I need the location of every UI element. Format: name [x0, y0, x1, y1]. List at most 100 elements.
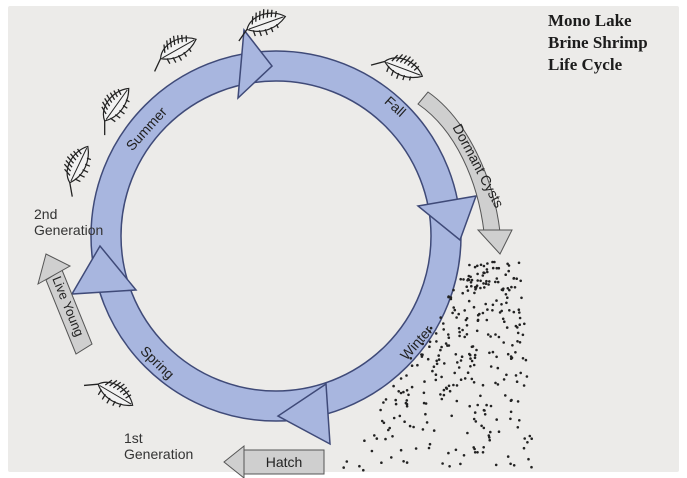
- cyst-dot: [440, 376, 443, 379]
- cyst-dot: [412, 426, 415, 429]
- cyst-dot: [494, 281, 497, 284]
- cyst-dot: [523, 384, 526, 387]
- cyst-dot: [425, 402, 428, 405]
- cyst-dot: [466, 324, 469, 327]
- cyst-dot: [509, 463, 512, 466]
- cyst-dot: [422, 428, 425, 431]
- cyst-dot: [382, 401, 385, 404]
- cyst-dot: [445, 387, 448, 390]
- cyst-dot: [515, 277, 518, 280]
- cyst-dot: [423, 380, 426, 383]
- cyst-dot: [373, 434, 376, 437]
- cyst-dot: [452, 384, 455, 387]
- cyst-dot: [497, 367, 500, 370]
- cyst-dot: [498, 336, 501, 339]
- cyst-dot: [415, 447, 418, 450]
- shrimp-icon: [50, 140, 101, 196]
- cyst-dot: [426, 421, 429, 424]
- cyst-dot: [400, 449, 403, 452]
- cyst-dot: [390, 456, 393, 459]
- cyst-dot: [482, 384, 485, 387]
- cyst-dot: [499, 311, 502, 314]
- cyst-dot: [510, 286, 513, 289]
- cyst-dot: [498, 430, 501, 433]
- cyst-dot: [495, 418, 498, 421]
- cyst-dot: [458, 366, 461, 369]
- cyst-dot: [461, 292, 464, 295]
- cyst-dot: [504, 273, 507, 276]
- cyst-dot: [516, 326, 519, 329]
- cyst-dot: [447, 333, 450, 336]
- cyst-dot: [485, 280, 488, 283]
- cyst-dot: [476, 330, 479, 333]
- cyst-dot: [439, 316, 442, 319]
- cyst-dot: [448, 385, 451, 388]
- cyst-dot: [428, 447, 431, 450]
- cyst-dot: [483, 286, 486, 289]
- cyst-dot: [502, 341, 505, 344]
- cyst-dot: [406, 405, 409, 408]
- cyst-dot: [513, 464, 516, 467]
- cyst-dot: [376, 437, 379, 440]
- cyst-dot: [515, 374, 518, 377]
- cyst-dot: [387, 429, 390, 432]
- cyst-dot: [482, 274, 485, 277]
- cyst-dot: [383, 422, 386, 425]
- shrimp-icon: [234, 6, 288, 41]
- cyst-dot: [486, 308, 489, 311]
- cyst-dot: [460, 378, 463, 381]
- cyst-dot: [473, 381, 476, 384]
- cyst-dot: [464, 377, 467, 380]
- cyst-dot: [472, 446, 475, 449]
- cyst-dot: [507, 353, 510, 356]
- cyst-dot: [508, 309, 511, 312]
- cyst-dot: [468, 353, 471, 356]
- cyst-dot: [428, 345, 431, 348]
- cyst-dot: [435, 360, 438, 363]
- cyst-dot: [516, 380, 519, 383]
- cyst-dot: [448, 336, 451, 339]
- cyst-dot: [411, 386, 414, 389]
- cyst-dot: [468, 405, 471, 408]
- cyst-dot: [519, 317, 522, 320]
- cyst-dot: [395, 403, 398, 406]
- cyst-dot: [461, 355, 464, 358]
- cyst-dot: [497, 383, 500, 386]
- cyst-dot: [433, 429, 436, 432]
- cyst-dot: [460, 359, 463, 362]
- cyst-dot: [508, 289, 511, 292]
- cyst-dot: [519, 341, 522, 344]
- gen2-label: 2nd Generation: [34, 206, 103, 238]
- cyst-dot: [403, 420, 406, 423]
- cyst-dot: [450, 415, 453, 418]
- cyst-dot: [518, 419, 521, 422]
- cyst-dot: [491, 261, 494, 264]
- cyst-dot: [421, 343, 424, 346]
- cyst-dot: [428, 330, 431, 333]
- cyst-dot: [529, 435, 532, 438]
- cyst-dot: [482, 446, 485, 449]
- cyst-dot: [495, 356, 498, 359]
- cyst-dot: [487, 333, 490, 336]
- cyst-dot: [482, 312, 485, 315]
- cyst-dot: [448, 465, 451, 468]
- cyst-dot: [506, 296, 509, 299]
- cyst-dot: [509, 418, 512, 421]
- cyst-dot: [500, 303, 503, 306]
- cyst-dot: [433, 365, 436, 368]
- shrimp-icon: [145, 29, 201, 71]
- cyst-dot: [527, 458, 530, 461]
- cyst-dot: [439, 393, 442, 396]
- cyst-dot: [466, 432, 469, 435]
- cyst-dot: [489, 335, 492, 338]
- cyst-dot: [470, 285, 473, 288]
- cyst-dot: [479, 395, 482, 398]
- cyst-dot: [519, 280, 522, 283]
- cyst-dot: [494, 382, 497, 385]
- cyst-dot: [482, 451, 485, 454]
- cyst-dot: [505, 293, 508, 296]
- cyst-dot: [522, 357, 525, 360]
- cyst-dot: [363, 439, 366, 442]
- cyst-dot: [483, 427, 486, 430]
